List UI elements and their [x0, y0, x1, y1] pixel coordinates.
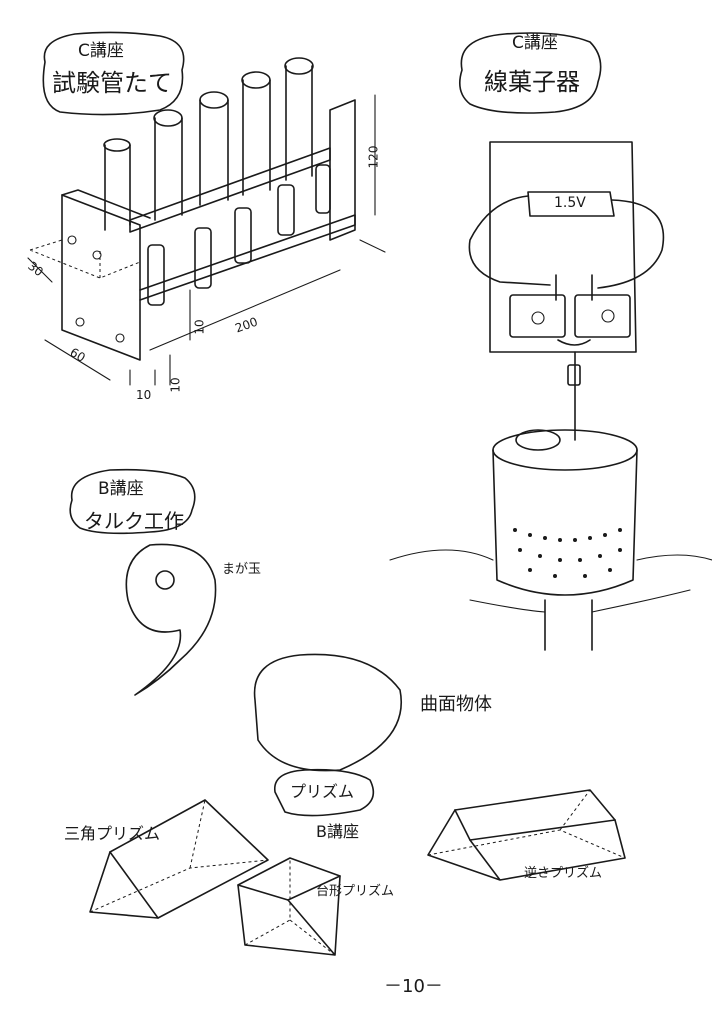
test-tube-rack-drawing	[27, 31, 386, 386]
talc-craft-title: タルク工作	[84, 509, 184, 533]
page-number: －10－	[384, 976, 443, 997]
curved-object-label: 曲面物体	[420, 694, 492, 715]
magatama-drawing	[69, 468, 402, 772]
trapezoid-prism-label: 台形プリズム	[316, 884, 395, 899]
battery-label: 1.5V	[554, 195, 586, 211]
inverted-prism-label: 逆さプリズム	[524, 866, 603, 881]
dimension-10-a: 10	[136, 388, 152, 402]
test-tube-rack-title: 試験管たて	[52, 69, 172, 97]
course-label-c-1: C講座	[78, 41, 124, 61]
magatama-label: まが玉	[222, 562, 262, 577]
course-label-b-2: B講座	[316, 822, 359, 841]
course-label-b-1: B講座	[98, 479, 144, 499]
dimension-10-b: 10	[168, 377, 183, 393]
triangular-prism-label: 三角プリズム	[64, 824, 161, 843]
cotton-candy-machine-title: 線菓子器	[484, 68, 580, 96]
cotton-candy-machine-drawing	[389, 32, 712, 651]
prism-title: プリズム	[290, 782, 355, 801]
prisms-drawing	[89, 768, 626, 956]
dimension-10-c: 10	[192, 319, 207, 335]
course-label-c-2: C講座	[512, 33, 558, 53]
dimension-120: 120	[366, 145, 381, 169]
